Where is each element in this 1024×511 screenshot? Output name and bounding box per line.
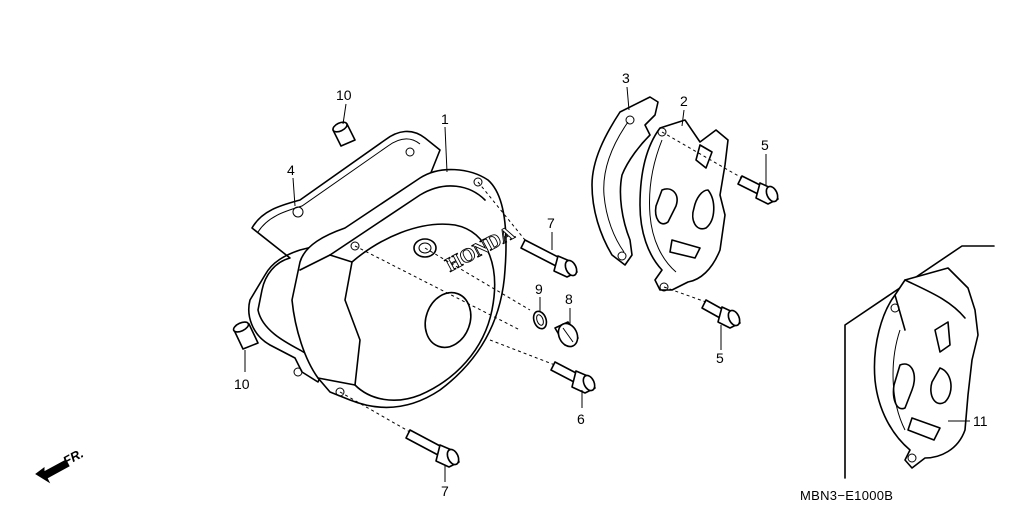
callout-8: 8 xyxy=(565,291,573,307)
callout-3: 3 xyxy=(622,70,630,86)
callout-10-upper: 10 xyxy=(336,87,352,103)
left-crankcase-cover-part-1 xyxy=(291,168,507,409)
callout-7-upper: 7 xyxy=(547,215,555,231)
callout-10-lower: 10 xyxy=(234,376,250,392)
callout-2: 2 xyxy=(680,93,688,109)
callout-4: 4 xyxy=(287,162,295,178)
drawing-code: MBN3−E1000B xyxy=(800,488,893,503)
callout-labels: 10 4 1 3 2 5 7 9 8 10 6 7 5 11 xyxy=(234,70,988,499)
leader-lines xyxy=(244,86,970,482)
callout-11: 11 xyxy=(973,413,988,429)
sprocket-cover-assembly-part-11 xyxy=(873,267,979,469)
bolt-part-5-upper xyxy=(737,175,779,205)
bolt-part-5-lower xyxy=(701,299,741,329)
o-ring-part-9 xyxy=(532,310,548,330)
callout-5-upper: 5 xyxy=(761,137,769,153)
front-direction-indicator: FR. xyxy=(35,446,86,484)
callout-6: 6 xyxy=(577,411,585,427)
direction-arrow-icon xyxy=(35,459,70,484)
sprocket-cover-part-2 xyxy=(639,119,729,292)
callout-1: 1 xyxy=(441,111,449,127)
callout-5-lower: 5 xyxy=(716,350,724,366)
sprocket-cover-plate-part-3 xyxy=(591,96,659,266)
dowel-pin-upper-part-10 xyxy=(332,121,356,147)
callout-9: 9 xyxy=(535,281,543,297)
gasket-part-4 xyxy=(248,130,441,383)
dowel-pin-lower-part-10 xyxy=(232,321,259,350)
bolt-part-7-lower xyxy=(405,429,460,468)
callout-7-lower: 7 xyxy=(441,483,449,499)
bolt-part-6 xyxy=(550,361,596,394)
oil-filler-plug-part-8 xyxy=(554,321,579,348)
bolt-part-7-upper xyxy=(520,239,578,278)
